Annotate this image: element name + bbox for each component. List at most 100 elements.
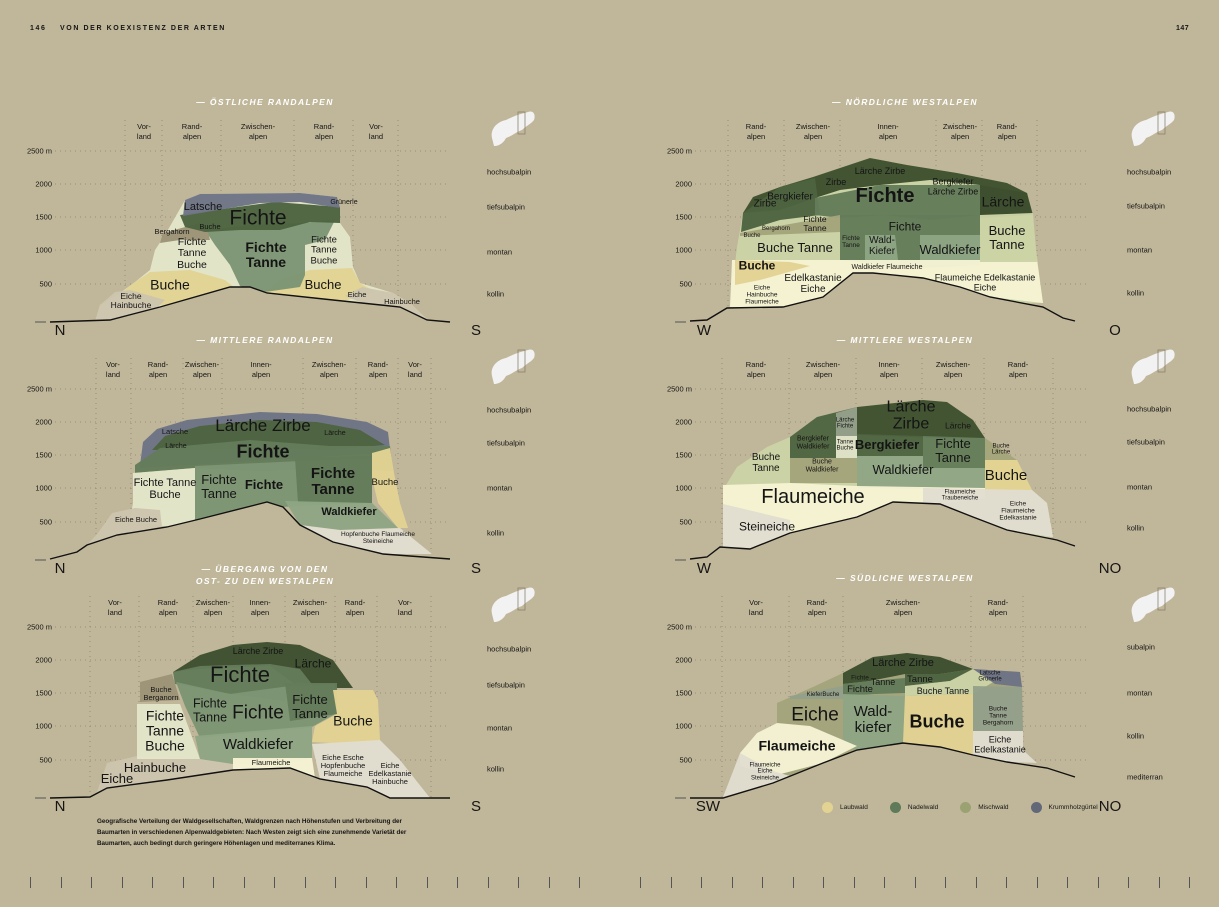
legend-label: Nadelwald — [907, 804, 939, 811]
altitude-zone-label: kollin — [1127, 523, 1145, 533]
altitude-zone-label: montan — [1127, 245, 1153, 255]
elevation-tick-label: 1000 — [35, 721, 52, 731]
panel-title: — MITTLERE WESTALPEN — [836, 335, 974, 345]
legend-swatch — [822, 802, 833, 813]
tree-species-label: Latsche — [161, 426, 189, 436]
vegetation-zone — [152, 420, 385, 450]
tree-species-label: Fichte — [210, 662, 270, 688]
legend-item-krummholz: Krummholzgürtel — [1030, 802, 1098, 813]
direction-start: W — [696, 322, 712, 339]
legend-swatch — [960, 802, 972, 813]
elevation-tick-label: 500 — [39, 517, 52, 527]
ruler-tick — [915, 877, 916, 888]
tree-species-label: Lärche — [945, 420, 971, 431]
direction-end: NO — [1098, 560, 1122, 577]
tree-species-label: Flaumeiche — [758, 737, 836, 754]
column-header: Innen- alpen — [877, 122, 899, 141]
legend-swatch — [889, 802, 901, 813]
altitude-zone-label: montan — [487, 723, 513, 733]
column-header: Zwischen- alpen — [795, 122, 831, 141]
ruler-tick — [518, 877, 519, 888]
tree-species-label: Fichte — [888, 219, 922, 234]
elevation-tick-label: 1500 — [675, 450, 692, 460]
column-header: Vor- land — [136, 122, 152, 141]
map-section-marker — [517, 349, 526, 373]
tree-species-label: Flaumeiche — [761, 486, 865, 509]
tree-species-label: Wald- kiefer — [853, 702, 893, 736]
vegetation-zone — [857, 456, 985, 490]
tree-species-label: Fichte Tanne Buche — [133, 477, 197, 501]
vegetation-zone — [372, 448, 408, 528]
tree-species-label: Fichte Tanne — [201, 471, 237, 501]
column-header: Innen- alpen — [249, 598, 271, 617]
altitude-zone-label: tiefsubalpin — [1127, 201, 1165, 211]
vegetation-zone — [740, 723, 857, 776]
tree-species-label: Buche — [150, 276, 190, 293]
legend-item-nadelwald: Nadelwald — [889, 802, 939, 813]
ruler-tick — [884, 877, 885, 888]
ruler-tick — [183, 877, 184, 888]
tree-species-label: Buche — [909, 711, 965, 732]
altitude-zone-label: montan — [487, 247, 513, 257]
elevation-tick-label: 1000 — [675, 721, 692, 731]
elevation-tick-label: 2500 m — [666, 146, 692, 156]
direction-start: N — [54, 798, 66, 815]
vegetation-zone — [857, 434, 923, 456]
ruler-tick — [671, 877, 672, 888]
tree-species-label: Lärche — [165, 443, 187, 451]
column-header: Zwischen- alpen — [184, 360, 220, 379]
tree-species-label: Fichte Tanne — [245, 238, 287, 270]
ruler-tick — [640, 877, 641, 888]
alps-map-icon — [1131, 111, 1175, 146]
column-header: Rand- alpen — [313, 122, 335, 141]
vegetation-zone — [183, 193, 340, 216]
vegetation-zone — [923, 488, 1053, 537]
tree-species-label: Hainbuche — [384, 296, 420, 306]
elevation-tick-label: 2500 m — [666, 622, 692, 632]
vegetation-zone — [723, 504, 790, 549]
tree-species-label: Lärche — [294, 656, 332, 671]
tree-species-label: Lärche Zirbe — [886, 398, 936, 433]
ruler-tick — [335, 877, 336, 888]
alps-map-icon — [1131, 587, 1175, 622]
ground-mask — [50, 502, 450, 578]
ruler-tick — [396, 877, 397, 888]
altitude-zone-label: kollin — [487, 528, 505, 538]
tree-species-label: Fichte Tanne — [310, 464, 356, 498]
ruler-tick — [274, 877, 275, 888]
map-section-marker — [1157, 111, 1166, 135]
altitude-zone-label: hochsubalpin — [487, 167, 532, 177]
tree-species-label: Waldkiefer — [321, 506, 377, 519]
tree-species-label: Waldkiefer Flaumeiche — [851, 264, 923, 272]
vegetation-zone — [312, 690, 380, 744]
column-header: Innen- alpen — [250, 360, 272, 379]
figure-caption: Geografische Verteilung der Waldgesellsc… — [97, 818, 407, 847]
map-section-marker — [1157, 587, 1166, 611]
ruler-tick — [976, 877, 977, 888]
panel-title: — NÖRDLICHE WESTALPEN — [832, 97, 978, 107]
column-header: Rand- alpen — [367, 360, 389, 379]
tree-species-label: Fichte — [851, 674, 869, 682]
vegetation-zone — [312, 740, 430, 798]
vegetation-zone — [973, 731, 1037, 763]
vegetation-zone — [137, 704, 200, 759]
elevation-tick-label: 500 — [39, 279, 52, 289]
tree-species-label: Buche Berganorn — [143, 684, 179, 702]
tree-species-label: Buche — [304, 276, 342, 292]
elevation-tick-label: 2500 m — [26, 622, 52, 632]
tree-species-label: Zirbe — [753, 198, 777, 210]
column-header: Zwischen- alpen — [195, 598, 231, 617]
tree-species-label: Bergahorn — [154, 226, 190, 236]
direction-start: N — [54, 322, 66, 339]
vegetation-zone — [905, 669, 995, 696]
elevation-tick-label: 2500 m — [26, 384, 52, 394]
vegetation-zone — [923, 436, 985, 468]
vegetation-zone — [205, 220, 335, 292]
tree-species-label: Eiche Flaumeiche Edelkastanie — [999, 500, 1037, 522]
vegetation-zone — [97, 756, 240, 792]
column-header: Innen- alpen — [878, 360, 900, 379]
ruler-tick — [854, 877, 855, 888]
